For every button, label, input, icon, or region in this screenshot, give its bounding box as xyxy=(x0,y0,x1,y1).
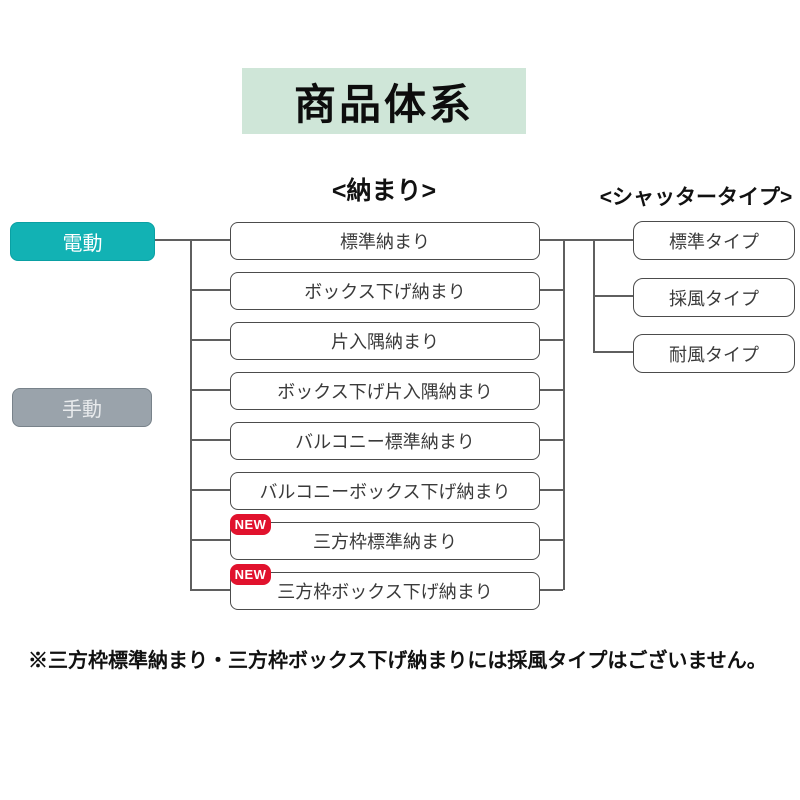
osamari-node-threeway-box-lowered: 三方枠ボックス下げ納まり xyxy=(230,572,540,610)
osamari-node-threeway-standard: 三方枠標準納まり xyxy=(230,522,540,560)
connector-branch-left-2 xyxy=(190,289,230,291)
new-badge: NEW xyxy=(230,514,271,535)
osamari-node-standard: 標準納まり xyxy=(230,222,540,260)
connector-branch-shutter-2 xyxy=(593,295,633,297)
connector-branch-left-7 xyxy=(190,539,230,541)
connector-branch-right-2 xyxy=(538,289,563,291)
shutter-column-header: <シャッタータイプ> xyxy=(599,186,793,209)
drive-node-manual: 手動 xyxy=(12,388,152,427)
osamari-column-header: <納まり> xyxy=(331,177,437,205)
connector-branch-right-5 xyxy=(538,439,563,441)
shutter-node-standard: 標準タイプ xyxy=(633,221,795,260)
connector-branch-left-3 xyxy=(190,339,230,341)
connector-branch-right-8 xyxy=(538,589,563,591)
new-badge: NEW xyxy=(230,564,271,585)
connector-branch-right-7 xyxy=(538,539,563,541)
osamari-node-balcony-box-lowered: バルコニーボックス下げ納まり xyxy=(230,472,540,510)
connector-box1-to-shutter1 xyxy=(538,239,633,241)
osamari-node-box-lowered-corner: ボックス下げ片入隅納まり xyxy=(230,372,540,410)
connector-left-trunk xyxy=(190,239,192,590)
connector-electric-to-box1 xyxy=(153,239,230,241)
diagram-title: 商品体系 xyxy=(242,68,526,134)
connector-branch-left-4 xyxy=(190,389,230,391)
connector-branch-left-5 xyxy=(190,439,230,441)
osamari-node-balcony-standard: バルコニー標準納まり xyxy=(230,422,540,460)
connector-branch-right-6 xyxy=(538,489,563,491)
footnote: ※三方枠標準納まり・三方枠ボックス下げ納まりには採風タイプはございません。 xyxy=(28,650,767,672)
connector-branch-left-8 xyxy=(190,589,230,591)
shutter-node-ventilation: 採風タイプ xyxy=(633,278,795,317)
drive-node-electric: 電動 xyxy=(10,222,155,261)
connector-branch-right-4 xyxy=(538,389,563,391)
connector-branch-left-6 xyxy=(190,489,230,491)
connector-branch-shutter-3 xyxy=(593,351,633,353)
osamari-node-box-lowered: ボックス下げ納まり xyxy=(230,272,540,310)
connector-branch-right-3 xyxy=(538,339,563,341)
connector-right-trunk xyxy=(563,239,565,590)
osamari-node-corner: 片入隅納まり xyxy=(230,322,540,360)
shutter-node-wind-resistant: 耐風タイプ xyxy=(633,334,795,373)
